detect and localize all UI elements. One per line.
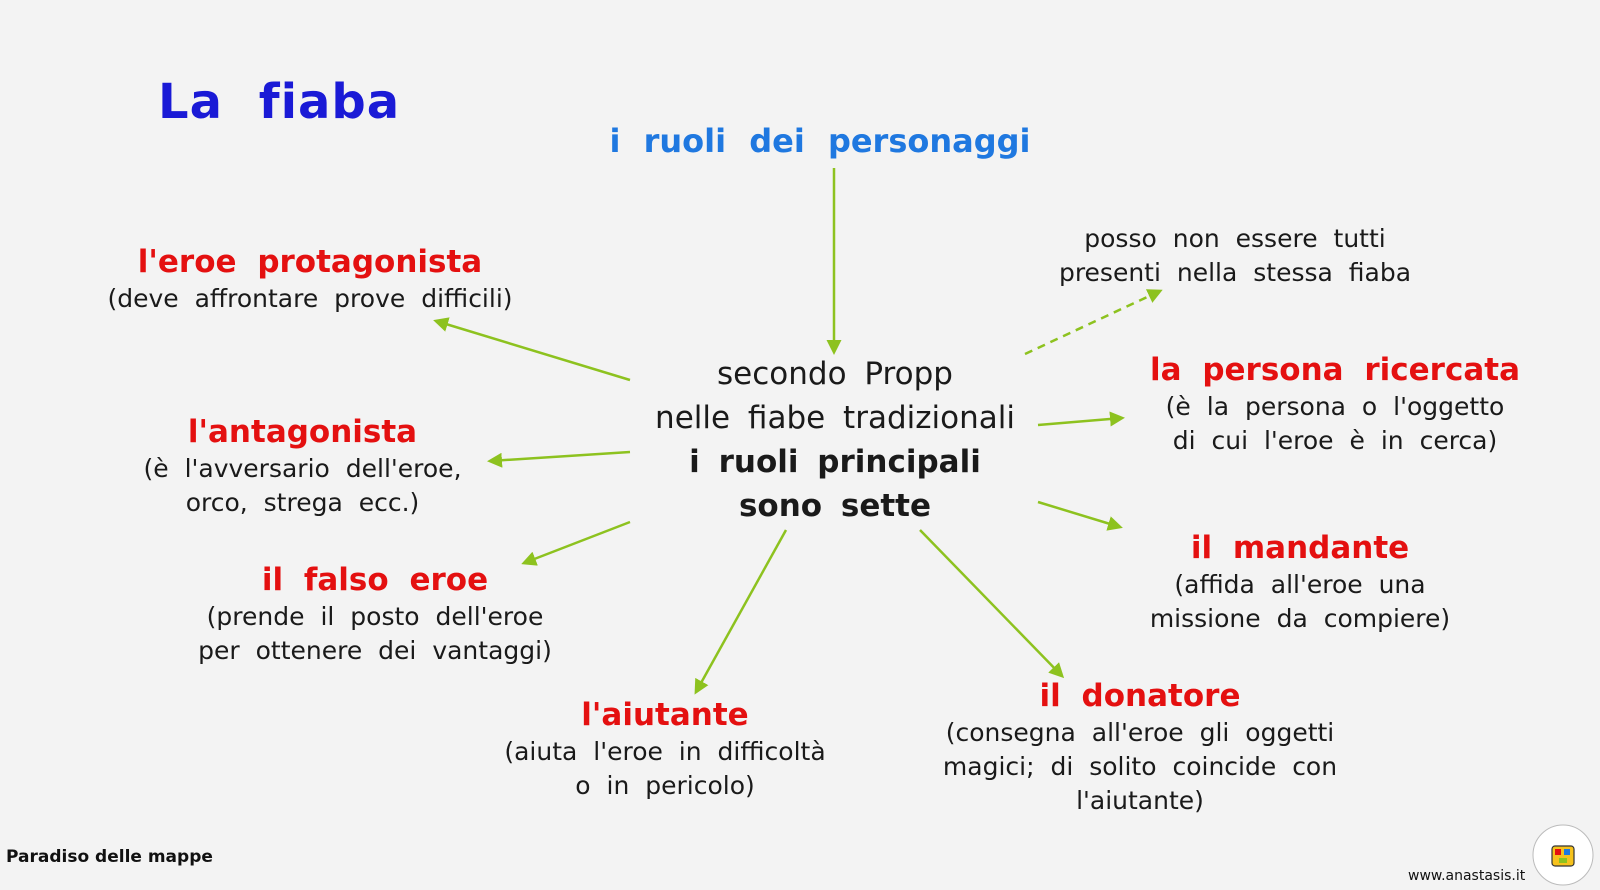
role-eroe-protagonista: l'eroe protagonista (deve affrontare pro…	[60, 242, 560, 316]
note-not-all-present: posso non essere tutti presenti nella st…	[1058, 224, 1412, 287]
arrow-to-antagonista	[487, 450, 631, 468]
role-description: (è la persona o l'oggetto di cui l'eroe …	[1165, 392, 1505, 455]
role-aiutante: l'aiutante (aiuta l'eroe in difficoltà o…	[455, 695, 875, 803]
supermappe-logo	[1532, 824, 1594, 886]
arrow-to-persona-ricercata	[1037, 411, 1125, 427]
arrow-to-donatore	[919, 529, 1065, 679]
map-title: La fiaba	[158, 74, 401, 130]
role-persona-ricercata: la persona ricercata (è la persona o l'o…	[1115, 350, 1555, 458]
central-line-4: sono sette	[738, 488, 932, 524]
dashed-arrow-to-note	[1024, 289, 1163, 356]
topic-label: i ruoli dei personaggi	[609, 122, 1031, 160]
role-description: (prende il posto dell'eroe per ottenere …	[198, 602, 552, 665]
central-line-2: nelle fiabe tradizionali	[655, 400, 1015, 436]
role-description: (è l'avversario dell'eroe, orco, strega …	[143, 454, 462, 517]
role-donatore: il donatore (consegna all'eroe gli ogget…	[900, 676, 1380, 818]
arrow-to-eroe	[433, 317, 631, 382]
role-description: (consegna all'eroe gli oggetti magici; d…	[942, 718, 1338, 815]
footer-website: www.anastasis.it	[1408, 868, 1526, 884]
role-description: (aiuta l'eroe in difficoltà o in pericol…	[504, 737, 826, 800]
footer-source: Paradiso delle mappe	[6, 847, 213, 867]
role-mandante: il mandante (affida all'eroe una mission…	[1100, 528, 1500, 636]
role-falso-eroe: il falso eroe (prende il posto dell'eroe…	[160, 560, 590, 668]
central-line-3: i ruoli principali	[689, 444, 981, 480]
central-node: secondo Propp nelle fiabe tradizionali i…	[615, 352, 1055, 528]
central-line-1: secondo Propp	[717, 356, 953, 392]
role-title: il falso eroe	[261, 562, 489, 598]
arrow-to-mandante	[1037, 500, 1123, 531]
role-title: l'antagonista	[187, 414, 418, 450]
role-title: il mandante	[1190, 530, 1410, 566]
arrow-to-aiutante	[694, 529, 788, 695]
role-title: la persona ricercata	[1149, 352, 1520, 388]
role-title: l'aiutante	[581, 697, 749, 733]
role-description: (deve affrontare prove difficili)	[107, 284, 513, 313]
arrow-to-falso-eroe	[521, 520, 631, 566]
role-title: il donatore	[1039, 678, 1241, 714]
role-antagonista: l'antagonista (è l'avversario dell'eroe,…	[100, 412, 505, 520]
role-description: (affida all'eroe una missione da compier…	[1149, 570, 1451, 633]
role-title: l'eroe protagonista	[137, 244, 483, 280]
